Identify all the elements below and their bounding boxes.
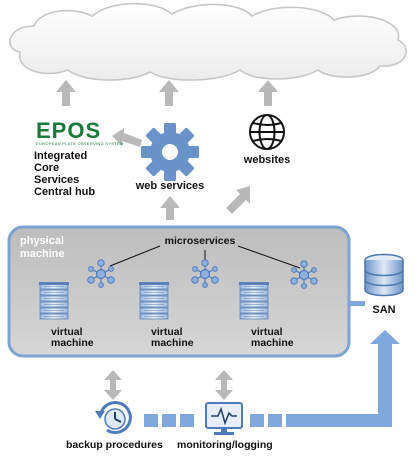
- san-label: SAN: [372, 304, 396, 316]
- database-icon: [364, 253, 404, 297]
- arrow-ws-to-cloud: [159, 80, 179, 106]
- vm-label-2-line-1: virtual: [151, 326, 183, 338]
- vm-label-1-line-2: machine: [51, 337, 94, 350]
- backup-label: backup procedures: [66, 439, 163, 451]
- epos-line-2: Core: [34, 162, 60, 175]
- vm-label-2: virtual machine: [151, 326, 194, 350]
- microservice-icon-1: [87, 259, 115, 288]
- vm-label-3-line-2: machine: [251, 337, 294, 350]
- physical-machine-line-2: machine: [20, 247, 65, 260]
- arrow-monitoring: [215, 370, 233, 400]
- epos-logo: EPOS: [36, 118, 102, 143]
- arrow-machine-to-websites: [226, 186, 250, 214]
- backup-clock-icon: [95, 401, 132, 434]
- monitor-icon: [205, 402, 243, 435]
- vm-label-3-line-1: virtual: [251, 326, 283, 338]
- web-services-label: web services: [135, 180, 205, 192]
- server-icon-1: [39, 282, 69, 320]
- physical-machine-box: [7, 225, 351, 358]
- arrow-epos-to-cloud: [56, 80, 76, 106]
- san-link: [349, 301, 365, 306]
- microservice-icon-2: [191, 259, 219, 288]
- monitoring-label: monitoring/logging: [177, 439, 273, 451]
- server-icon-3: [239, 282, 269, 320]
- arrow-backup: [104, 370, 122, 400]
- epos-line-4: Central hub: [34, 186, 96, 199]
- arrow-ws-to-epos: [112, 128, 142, 147]
- gear-icon: [141, 123, 199, 181]
- vm-label-3: virtual machine: [251, 326, 294, 350]
- epos-description: Integrated Core Services Central hub: [34, 150, 95, 198]
- physical-machine-line-1: physical: [20, 235, 65, 247]
- vm-label-2-line-2: machine: [151, 337, 194, 350]
- physical-machine-label: physical machine: [20, 235, 65, 260]
- microservice-icon-3: [290, 260, 318, 289]
- vm-label-1-line-1: virtual: [51, 326, 83, 338]
- epos-line-1: Integrated: [34, 150, 88, 162]
- websites-label: websites: [243, 154, 291, 166]
- epos-logo-subtitle: EUROPEAN PLATE OBSERVING SYSTEM: [36, 141, 124, 146]
- vm-label-1: virtual machine: [51, 326, 94, 350]
- double-arrows: [104, 370, 233, 400]
- cloud-arrows: [56, 80, 278, 106]
- microservices-label: microservices: [164, 235, 236, 247]
- epos-line-3: Services: [34, 174, 80, 187]
- cloud-icon: [9, 2, 408, 81]
- bottom-connector: [144, 330, 400, 427]
- arrow-machine-to-ws: [160, 196, 180, 220]
- arrow-websites-to-cloud: [258, 80, 278, 106]
- server-icon-2: [139, 282, 169, 320]
- globe-icon: [249, 114, 285, 150]
